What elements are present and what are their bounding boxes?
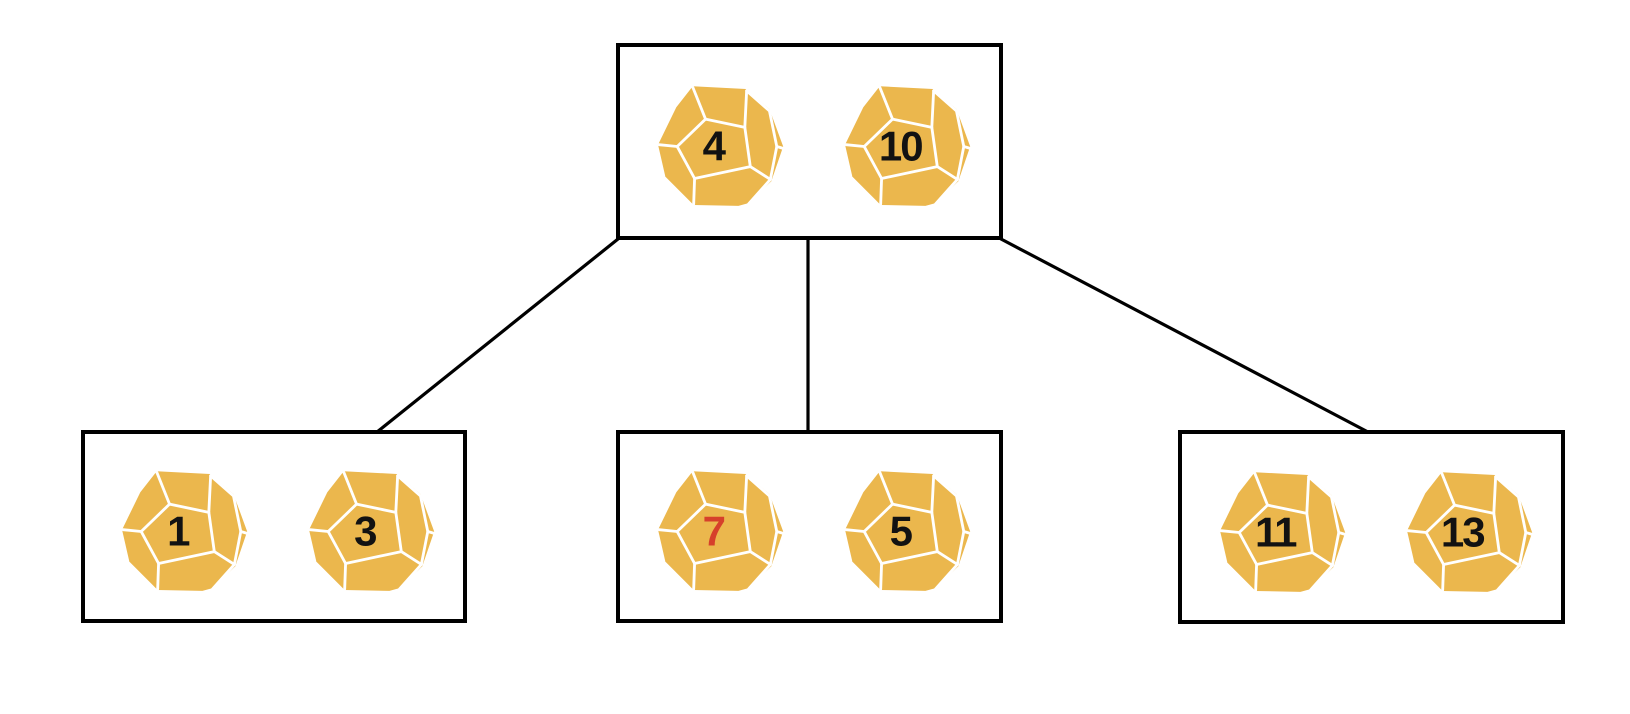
die-left-key1: 1 — [112, 460, 249, 593]
tree-node-right-child: 11 13 — [1178, 430, 1565, 624]
die-root-key2: 10 — [835, 75, 972, 208]
die-value: 13 — [1440, 507, 1486, 555]
tree-node-middle-child: 7 5 — [616, 430, 1003, 623]
die-right-key1: 11 — [1210, 461, 1347, 594]
tree-node-root: 4 10 — [616, 43, 1003, 240]
die-value: 5 — [889, 507, 913, 555]
die-value: 1 — [167, 507, 190, 555]
edge-root-left — [375, 237, 620, 434]
die-left-key2: 3 — [299, 460, 436, 593]
die-value: 11 — [1255, 507, 1297, 555]
die-right-key2: 13 — [1397, 461, 1534, 594]
die-root-key1: 4 — [648, 75, 785, 208]
die-middle-key2: 5 — [835, 460, 972, 593]
die-value-highlighted: 7 — [702, 507, 726, 555]
die-value: 10 — [878, 122, 924, 170]
die-middle-key1: 7 — [648, 460, 785, 593]
die-value: 3 — [354, 507, 377, 555]
tree-node-left-child: 1 3 — [81, 430, 467, 623]
edge-root-right — [999, 237, 1370, 434]
die-value: 4 — [702, 122, 726, 170]
